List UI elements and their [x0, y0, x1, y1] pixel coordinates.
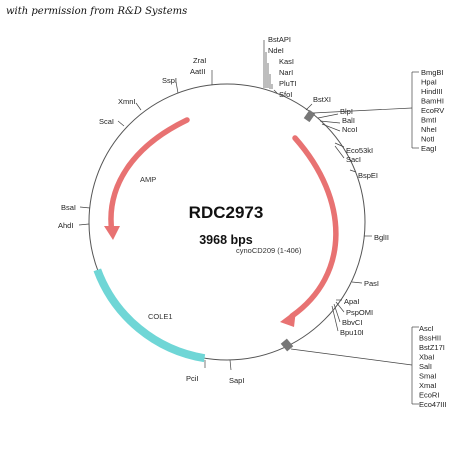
top-cluster: [263, 40, 278, 94]
site-bstz17i: BstZ17I: [419, 343, 445, 352]
site-apai: ApaI: [344, 297, 359, 306]
site-bmgbi: BmgBI: [421, 68, 444, 77]
site-ndei: NdeI: [268, 46, 284, 55]
right-upper-bracket: [312, 71, 419, 149]
amp-arrowhead: [104, 226, 120, 240]
site-sali: SalI: [419, 362, 432, 371]
site-bsshii: BssHII: [419, 334, 441, 343]
credit-text: with permission from R&D Systems: [6, 6, 188, 17]
site-bglii: BglII: [374, 233, 389, 242]
site-saci: SacI: [346, 155, 361, 164]
right-lower-bracket: [290, 326, 419, 405]
mcs-upper-marker: [303, 109, 316, 123]
site-bstapi: BstAPI: [268, 35, 291, 44]
site-kasi: KasI: [279, 57, 294, 66]
insert-arrowhead: [280, 310, 296, 327]
site-smai: SmaI: [419, 372, 437, 381]
site-eco47iii: Eco47III: [419, 400, 447, 409]
ori-arc: [93, 268, 206, 363]
site-bpu10i: Bpu10I: [340, 328, 364, 337]
left-leaders: [78, 70, 232, 371]
site-sspi: SspI: [162, 76, 177, 85]
plasmid-name: RDC2973: [189, 203, 264, 222]
site-ecori: EcoRI: [419, 391, 439, 400]
site-xmai: XmaI: [419, 381, 437, 390]
right-lower-cluster: AscI BssHII BstZ17I XbaI SalI SmaI XmaI …: [419, 324, 447, 409]
site-nari: NarI: [279, 68, 293, 77]
right-upper-cluster: BmgBI HpaI HindIII BamHI EcoRV BmtI NheI…: [421, 68, 444, 153]
site-pcii: PciI: [186, 374, 199, 383]
site-aatii: AatII: [190, 67, 205, 76]
site-ncoi: NcoI: [342, 125, 357, 134]
site-bali: BalI: [342, 116, 355, 125]
insert-label: cynoCD209 (1-406): [236, 246, 302, 255]
insert-arrow: [289, 135, 339, 319]
plasmid-backbone: [88, 83, 366, 361]
site-nhei: NheI: [421, 125, 437, 134]
site-eagi: EagI: [421, 144, 436, 153]
site-sfoi: SfoI: [279, 90, 292, 99]
site-bbvci: BbvCI: [342, 318, 362, 327]
site-xbai: XbaI: [419, 353, 434, 362]
ori-label: COLE1: [148, 312, 173, 321]
site-pspomi: PspOMI: [346, 308, 373, 317]
site-xmni: XmnI: [118, 97, 136, 106]
site-zrai: ZraI: [193, 56, 206, 65]
site-noti: NotI: [421, 135, 435, 144]
site-hpai: HpaI: [421, 78, 437, 87]
site-ahdi: AhdI: [58, 221, 73, 230]
site-bamhi: BamHI: [421, 97, 444, 106]
site-scai: ScaI: [99, 117, 114, 126]
mcs-lower-marker: [280, 338, 294, 352]
site-bsai: BsaI: [61, 203, 76, 212]
site-bstxi: BstXI: [313, 95, 331, 104]
amp-label: AMP: [140, 175, 156, 184]
amp-arrow: [108, 117, 190, 236]
site-hindiii: HindIII: [421, 87, 443, 96]
right-leaders: [305, 103, 372, 332]
site-asci: AscI: [419, 324, 434, 333]
site-eco53ki: Eco53kI: [346, 146, 373, 155]
plasmid-size: 3968 bps: [199, 233, 253, 247]
site-pluti: PluTI: [279, 79, 297, 88]
site-bmti: BmtI: [421, 116, 436, 125]
site-ecorv: EcoRV: [421, 106, 444, 115]
site-pasi: PasI: [364, 279, 379, 288]
site-bspei: BspEI: [358, 171, 378, 180]
site-sapi: SapI: [229, 376, 244, 385]
